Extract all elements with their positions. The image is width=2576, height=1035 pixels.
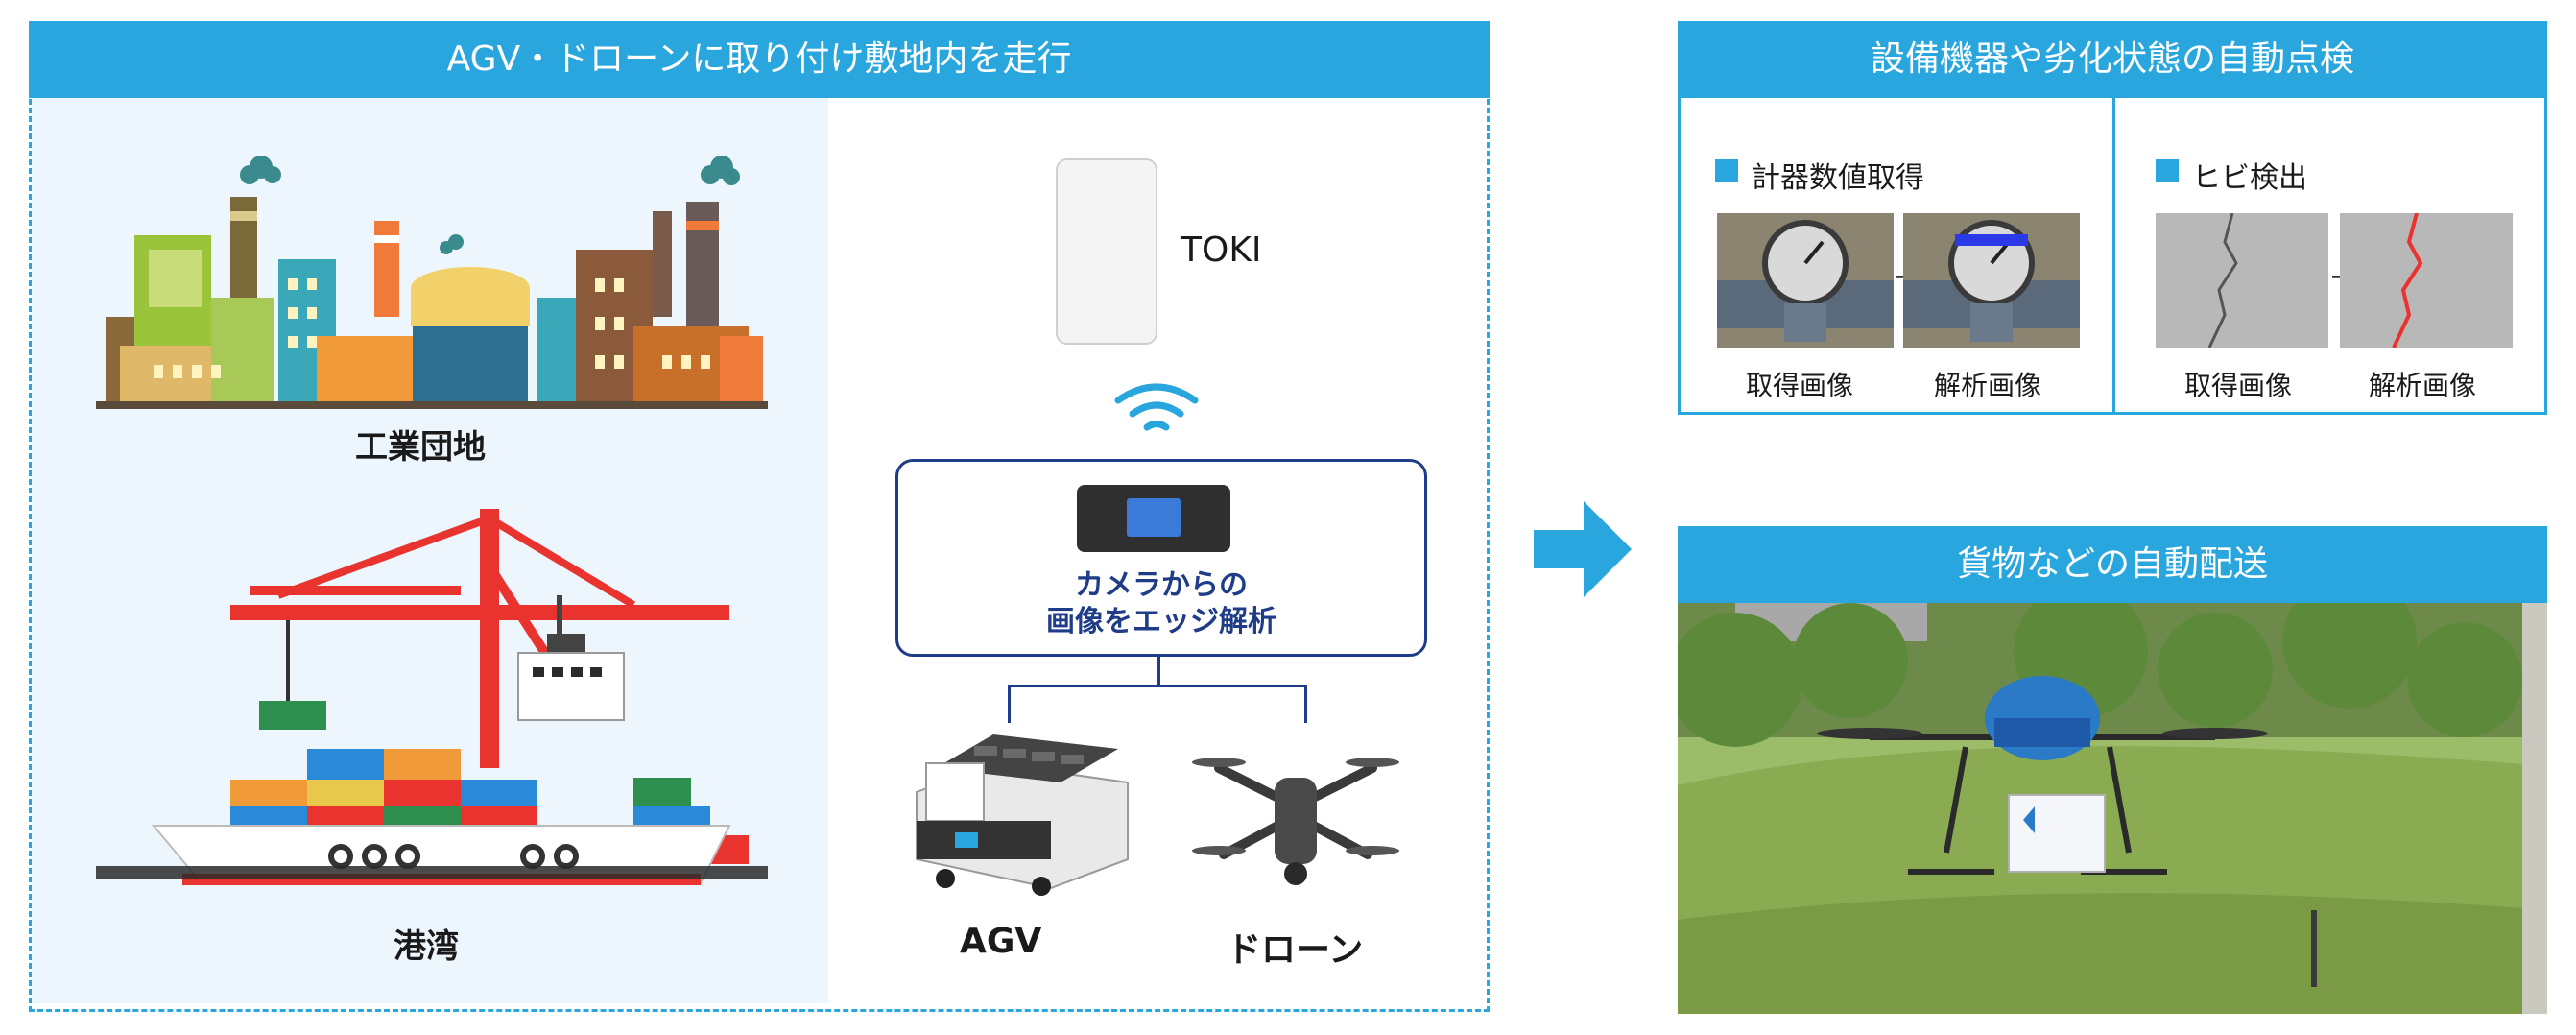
meter-title-marker (1715, 159, 1738, 182)
meter-analyzed-image (1903, 213, 2080, 348)
meter-title: 計器数値取得 (1752, 161, 1924, 195)
flow-arrow-icon (1534, 501, 1632, 597)
wifi-icon (1114, 383, 1199, 431)
delivery-header: 貨物などの自動配送 (1678, 526, 2547, 603)
agv-label: AGV (960, 922, 1042, 961)
inspection-title: 設備機器や劣化状態の自動点検 (1870, 39, 2354, 79)
meter-acquired-image (1717, 213, 1894, 348)
delivery-drone-photo (1678, 603, 2547, 1014)
port-illustration (96, 509, 768, 885)
crack-analyzed-label: 解析画像 (2369, 370, 2477, 401)
delivery-panel: 貨物などの自動配送 (1678, 526, 2547, 1014)
crack-acquired-image (2156, 213, 2328, 348)
agv-illustration (916, 734, 1129, 896)
connector-right-drop (1304, 685, 1307, 723)
router-caption-line2: 画像をエッジ解析 (1046, 605, 1276, 638)
router-caption-line1: カメラからの (1075, 568, 1248, 602)
meter-analyzed-label: 解析画像 (1934, 370, 2042, 401)
inspection-divider (2112, 98, 2115, 415)
crack-section: ヒビ検出 → 取得画像 解析画像 (2115, 98, 2547, 415)
delivery-title: 貨物などの自動配送 (1956, 544, 2268, 584)
industrial-park-illustration (96, 156, 768, 409)
left-panel-title: AGV・ドローンに取り付け敷地内を走行 (446, 39, 1072, 79)
connector-left-drop (1008, 685, 1011, 723)
left-panel-header: AGV・ドローンに取り付け敷地内を走行 (29, 21, 1490, 98)
port-label: 港湾 (394, 927, 459, 966)
router-device (1077, 485, 1230, 552)
crack-acquired-label: 取得画像 (2184, 370, 2293, 401)
edge-router-box: カメラからの 画像をエッジ解析 (895, 459, 1427, 657)
connector-horizontal (1008, 685, 1307, 687)
crack-title-marker (2156, 159, 2179, 182)
drone-illustration (1192, 758, 1399, 885)
router-caption: カメラからの 画像をエッジ解析 (898, 567, 1424, 640)
toki-label: TOKI (1181, 230, 1262, 270)
meter-acquired-label: 取得画像 (1746, 370, 1854, 401)
meter-section: 計器数値取得 → 取得画像 解析画像 (1681, 98, 2112, 415)
toki-device (1056, 158, 1157, 345)
industrial-park-label: 工業団地 (355, 428, 486, 467)
crack-title: ヒビ検出 (2192, 161, 2307, 195)
inspection-header: 設備機器や劣化状態の自動点検 (1678, 21, 2547, 98)
router-screen (1127, 498, 1181, 537)
inspection-panel: 設備機器や劣化状態の自動点検 計器数値取得 → 取得画像 解析画像 ヒビ検出 (1678, 21, 2547, 415)
crack-analyzed-image (2340, 213, 2513, 348)
drone-label: ドローン (1227, 930, 1364, 970)
connector-vertical (1157, 654, 1160, 686)
